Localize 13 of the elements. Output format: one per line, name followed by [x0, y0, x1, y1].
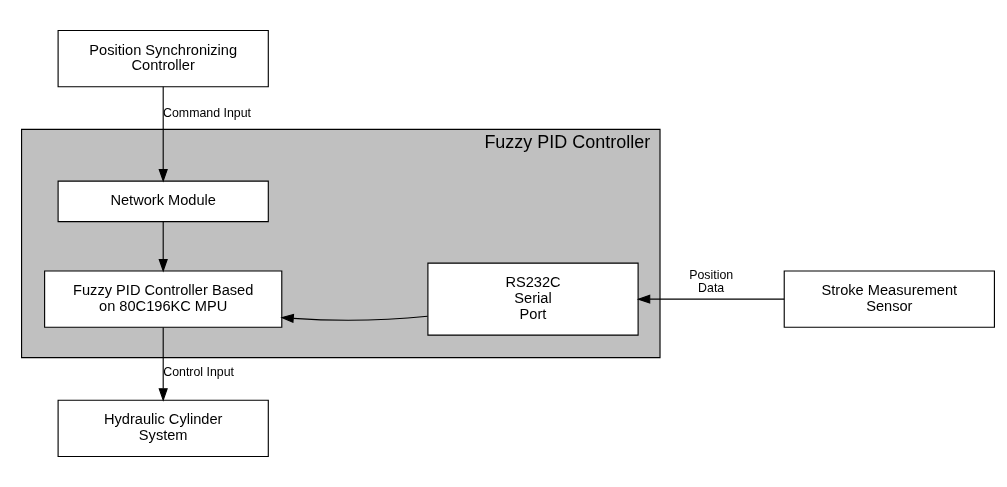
arrow: [158, 86, 168, 183]
node-box: RS232C Serial Port: [427, 262, 639, 336]
arrow: [158, 221, 168, 273]
node-box: Stroke Measurement Sensor: [783, 270, 995, 328]
edge-label: Control Input: [163, 365, 234, 380]
arrow: [280, 313, 429, 324]
node-box: Network Module: [57, 180, 269, 223]
node-box: Position Synchronizing Controller: [57, 29, 269, 88]
arrow: [636, 294, 785, 304]
node-box: Hydraulic Cylinder System: [57, 399, 269, 458]
node-box: Fuzzy PID Controller Based on 80C196KC MPU: [44, 270, 283, 328]
edge-label: Position Data: [689, 267, 734, 296]
arrow: [158, 326, 168, 402]
